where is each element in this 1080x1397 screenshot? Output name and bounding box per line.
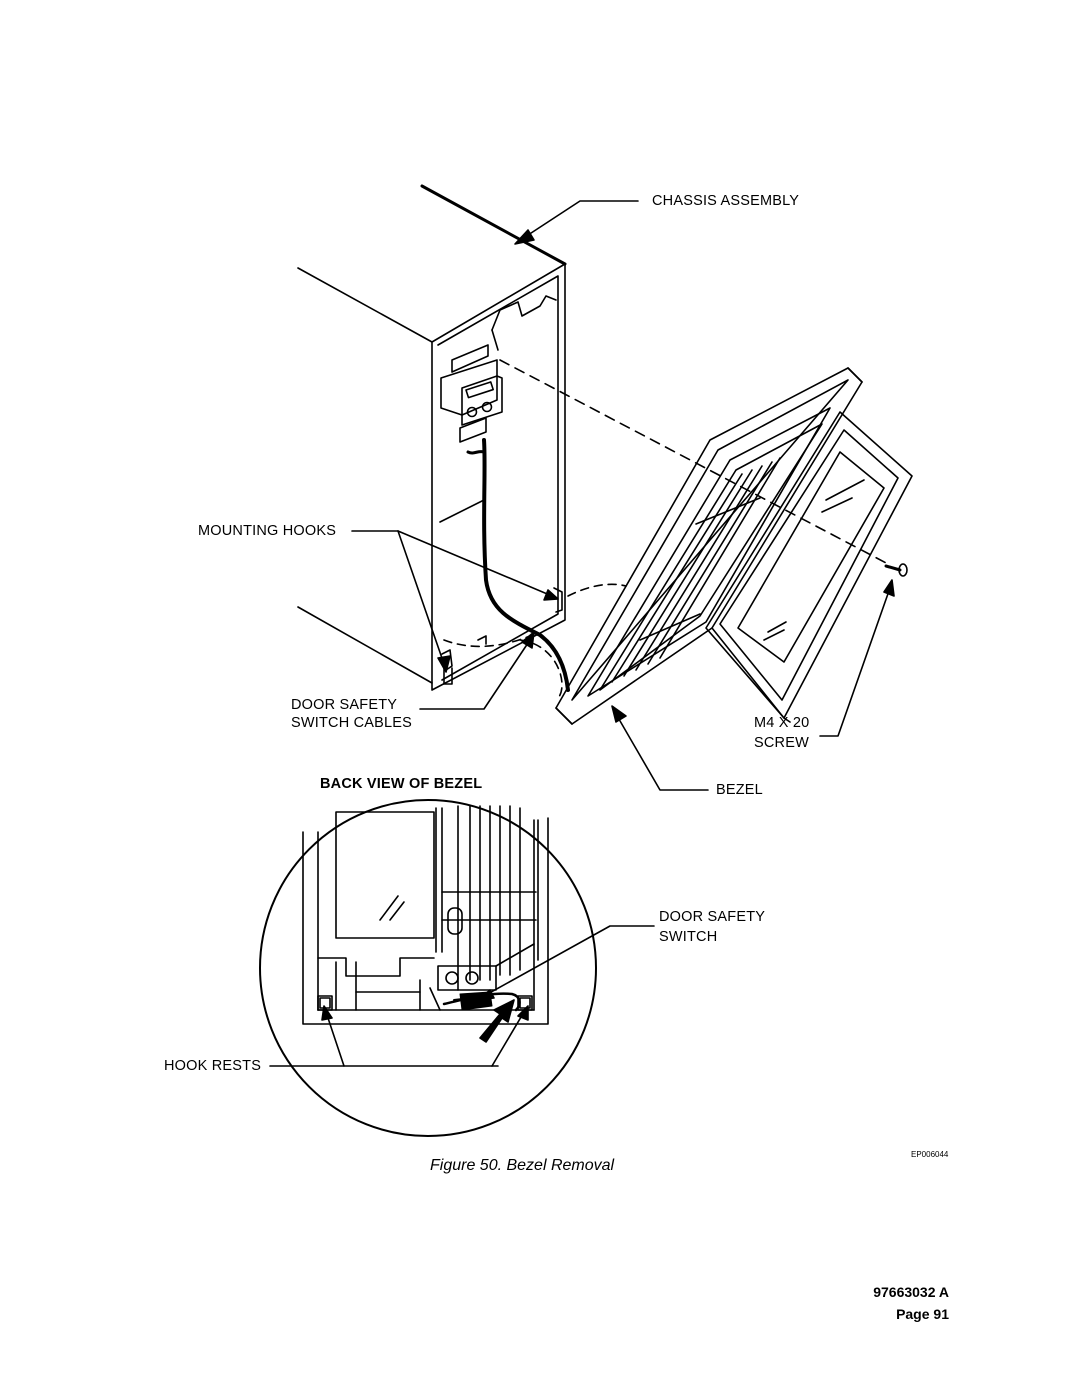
screw-label-line2: SCREW: [754, 735, 809, 751]
page-number: Page 91: [896, 1306, 949, 1322]
hook-rests-label: HOOK RESTS: [164, 1058, 262, 1074]
bezel: [555, 367, 913, 725]
back-view-detail: [259, 799, 597, 1137]
door-safety-switch-label-line2: SWITCH: [659, 929, 718, 945]
leader-lines: [351, 200, 895, 791]
detail-leader-lines: [269, 925, 655, 1067]
screw-label-line1: M4 X 20: [754, 715, 810, 731]
screw-alignment-line: [499, 359, 891, 566]
chassis-assembly-label: CHASSIS ASSEMBLY: [652, 193, 800, 209]
figure-caption: Figure 50. Bezel Removal: [430, 1157, 615, 1174]
screw: [884, 563, 908, 577]
mounting-hooks-label: MOUNTING HOOKS: [198, 523, 337, 539]
bezel-label: BEZEL: [716, 782, 763, 798]
door-safety-switch-cables-label-line2: SWITCH CABLES: [291, 715, 413, 731]
back-view-title: BACK VIEW OF BEZEL: [320, 776, 483, 792]
figure-code: EP006044: [911, 1150, 949, 1159]
door-safety-switch-label-line1: DOOR SAFETY: [659, 909, 766, 925]
door-safety-switch-cables-label-line1: DOOR SAFETY: [291, 697, 398, 713]
document-number: 97663032 A: [873, 1284, 949, 1300]
chassis-assembly: [297, 184, 627, 701]
